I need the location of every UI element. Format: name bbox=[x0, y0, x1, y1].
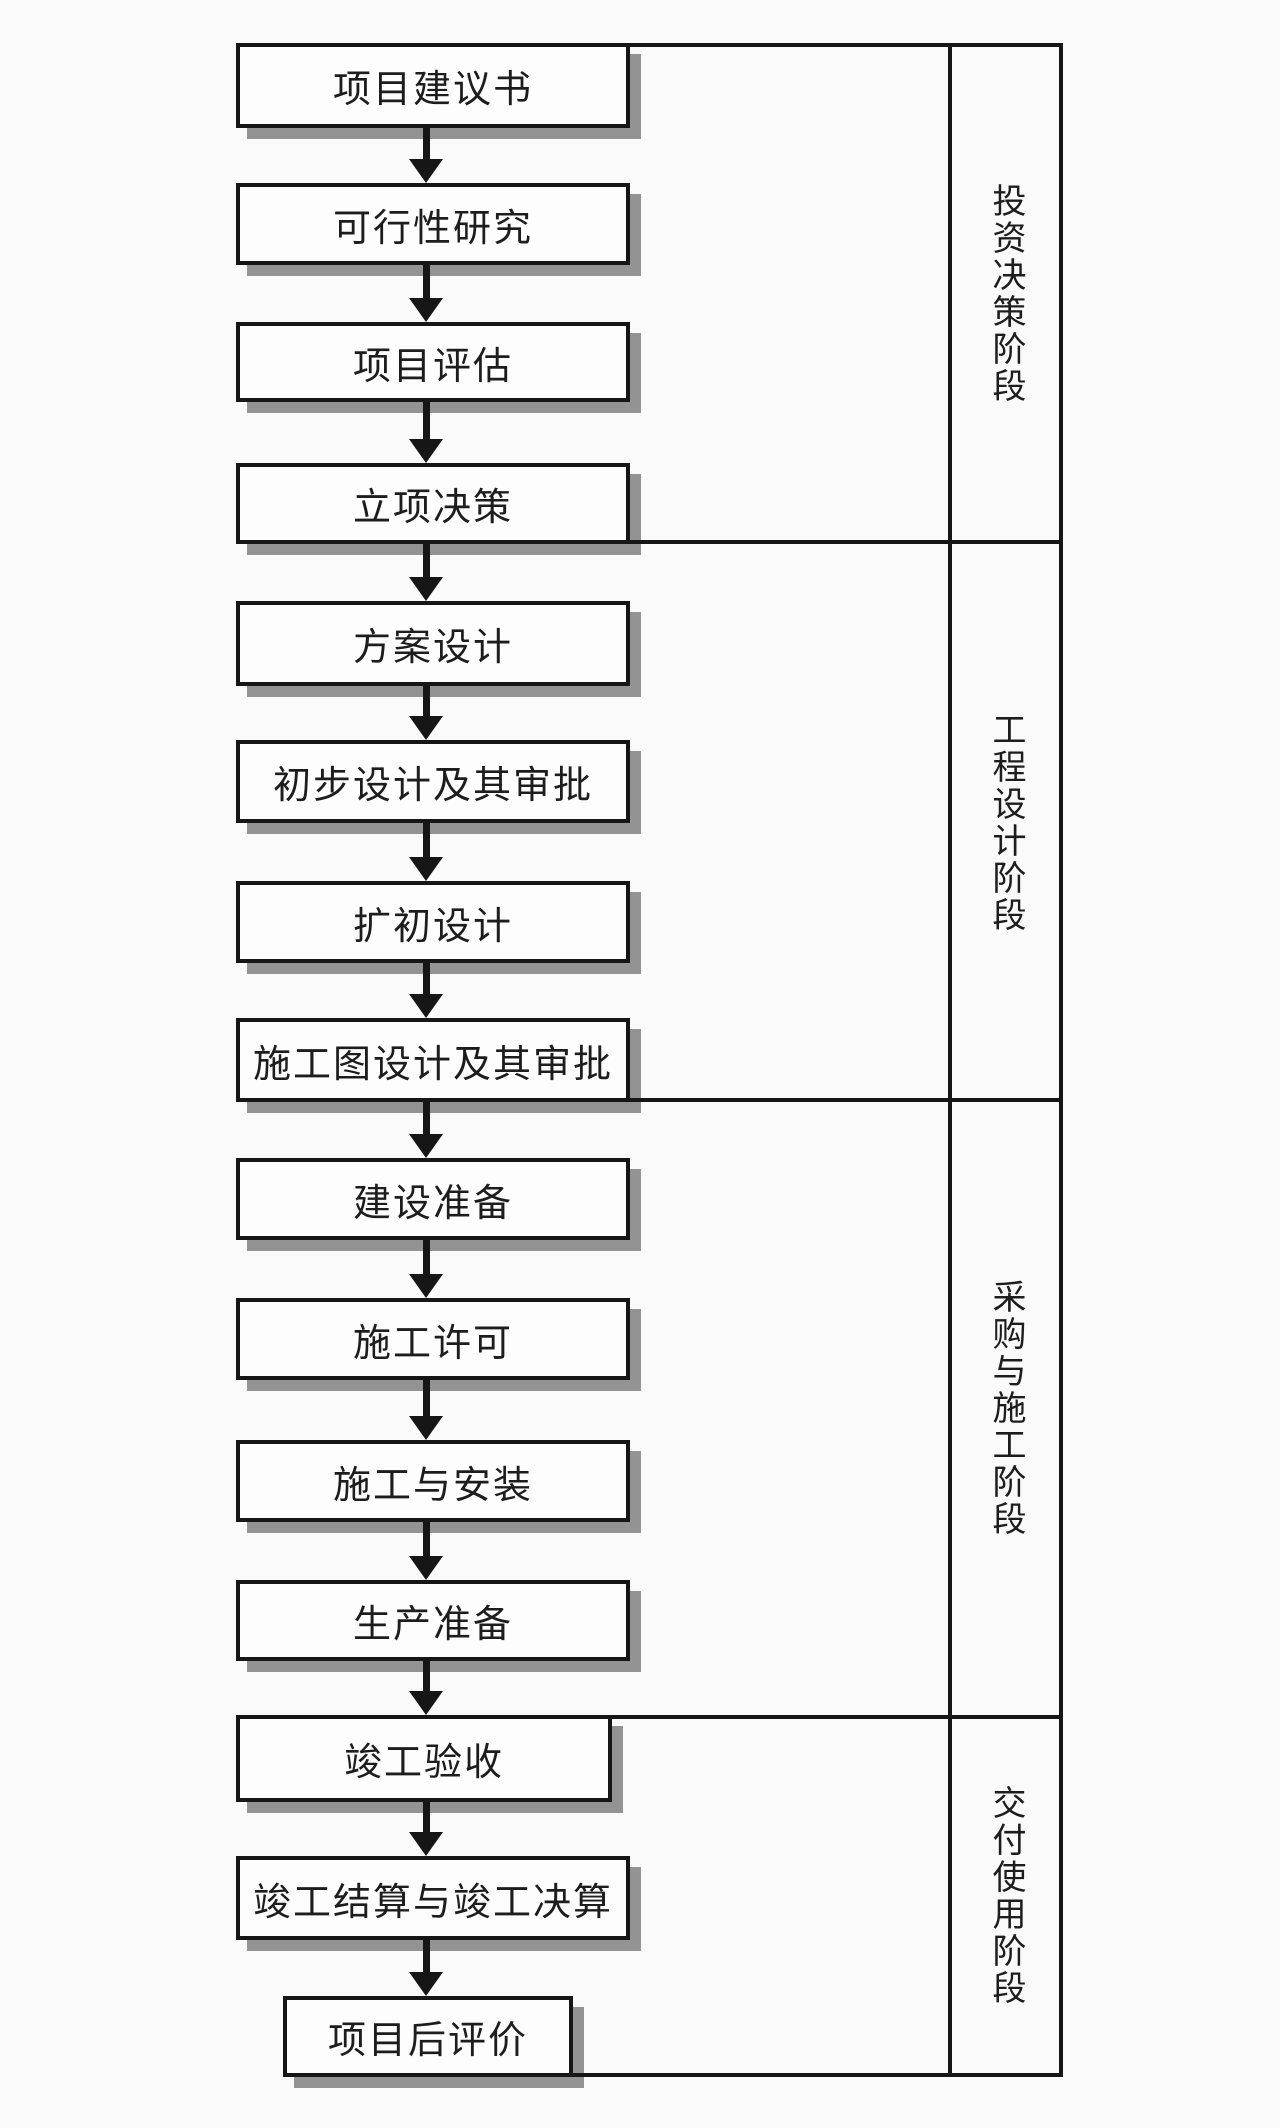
arrow-shaft bbox=[422, 686, 430, 718]
phase-divider-3 bbox=[610, 1715, 1063, 1719]
flow-arrow-down-14 bbox=[409, 1940, 443, 1996]
flow-box-step-7: 扩初设计 bbox=[236, 881, 630, 963]
arrow-shaft bbox=[422, 1102, 430, 1136]
arrow-shaft bbox=[422, 402, 430, 441]
arrow-head-icon bbox=[409, 298, 443, 322]
arrow-shaft bbox=[422, 1661, 430, 1693]
phase-label-investment-decision: 投资决策阶段 bbox=[987, 182, 1024, 405]
phase-table-bottom-line bbox=[571, 2073, 1063, 2077]
flow-arrow-down-6 bbox=[409, 823, 443, 881]
arrow-head-icon bbox=[409, 1556, 443, 1580]
flow-box-step-2: 可行性研究 bbox=[236, 183, 630, 265]
flow-box-label: 扩初设计 bbox=[352, 905, 513, 948]
arrow-shaft bbox=[422, 544, 430, 579]
flow-box-step-14: 竣工结算与竣工决算 bbox=[236, 1856, 630, 1940]
arrow-head-icon bbox=[409, 159, 443, 183]
arrow-head-icon bbox=[409, 1134, 443, 1158]
phase-label-engineering-design: 工程设计阶段 bbox=[987, 712, 1024, 934]
flow-box-label: 生产准备 bbox=[352, 1604, 513, 1646]
flow-box-step-4: 立项决策 bbox=[236, 463, 630, 544]
flow-arrow-down-7 bbox=[409, 963, 443, 1018]
flow-box-step-13: 竣工验收 bbox=[236, 1715, 612, 1802]
flow-box-step-5: 方案设计 bbox=[236, 601, 630, 686]
flow-arrow-down-10 bbox=[409, 1380, 443, 1440]
flow-box-label: 初步设计及其审批 bbox=[272, 765, 593, 807]
arrow-head-icon bbox=[409, 1972, 443, 1996]
flow-box-step-12: 生产准备 bbox=[236, 1580, 630, 1661]
flow-box-label: 施工许可 bbox=[352, 1322, 513, 1365]
flow-box-step-11: 施工与安装 bbox=[236, 1440, 630, 1522]
arrow-head-icon bbox=[409, 577, 443, 601]
flow-box-label: 项目评估 bbox=[352, 345, 513, 388]
arrow-head-icon bbox=[409, 1691, 443, 1715]
flow-box-label: 可行性研究 bbox=[332, 207, 533, 250]
flow-arrow-down-12 bbox=[409, 1661, 443, 1715]
flow-box-label: 项目建议书 bbox=[332, 69, 533, 111]
flow-arrow-down-8 bbox=[409, 1102, 443, 1158]
flow-arrow-down-2 bbox=[409, 265, 443, 322]
flow-box-step-9: 建设准备 bbox=[236, 1158, 630, 1240]
arrow-head-icon bbox=[409, 1832, 443, 1856]
arrow-head-icon bbox=[409, 439, 443, 463]
flow-box-step-8: 施工图设计及其审批 bbox=[236, 1018, 630, 1102]
arrow-shaft bbox=[422, 823, 430, 859]
flow-arrow-down-13 bbox=[409, 1802, 443, 1856]
flow-arrow-down-5 bbox=[409, 686, 443, 740]
arrow-head-icon bbox=[409, 716, 443, 740]
arrow-head-icon bbox=[409, 994, 443, 1018]
flow-arrow-down-1 bbox=[409, 128, 443, 183]
flow-box-step-3: 项目评估 bbox=[236, 322, 630, 402]
arrow-shaft bbox=[422, 963, 430, 996]
flow-box-label: 项目后评价 bbox=[327, 2020, 528, 2062]
flow-box-label: 竣工验收 bbox=[343, 1742, 504, 1784]
arrow-shaft bbox=[422, 1240, 430, 1276]
phase-divider-1 bbox=[628, 540, 1063, 544]
arrow-shaft bbox=[422, 1940, 430, 1974]
arrow-shaft bbox=[422, 265, 430, 300]
arrow-head-icon bbox=[409, 1274, 443, 1298]
arrow-shaft bbox=[422, 1802, 430, 1834]
phase-label-handover-use: 交付使用阶段 bbox=[987, 1785, 1024, 2007]
flow-box-step-1: 项目建议书 bbox=[236, 43, 630, 128]
flow-arrow-down-3 bbox=[409, 402, 443, 463]
flow-box-label: 施工图设计及其审批 bbox=[252, 1043, 613, 1086]
arrow-head-icon bbox=[409, 1416, 443, 1440]
flow-box-step-10: 施工许可 bbox=[236, 1298, 630, 1380]
arrow-shaft bbox=[422, 128, 430, 161]
phase-column-left-line bbox=[948, 43, 952, 2077]
flow-box-step-15: 项目后评价 bbox=[283, 1996, 573, 2077]
phase-divider-2 bbox=[628, 1098, 1063, 1102]
arrow-shaft bbox=[422, 1522, 430, 1558]
flow-arrow-down-4 bbox=[409, 544, 443, 601]
flow-box-label: 建设准备 bbox=[352, 1182, 513, 1225]
phase-column-right-line bbox=[1059, 43, 1063, 2077]
flow-box-label: 竣工结算与竣工决算 bbox=[252, 1881, 613, 1924]
flow-box-label: 方案设计 bbox=[352, 627, 513, 669]
flow-box-label: 施工与安装 bbox=[332, 1464, 533, 1507]
flow-box-label: 立项决策 bbox=[352, 487, 513, 529]
flow-arrow-down-11 bbox=[409, 1522, 443, 1580]
phase-label-procurement-construction: 采购与施工阶段 bbox=[987, 1279, 1024, 1538]
flow-arrow-down-9 bbox=[409, 1240, 443, 1298]
arrow-head-icon bbox=[409, 857, 443, 881]
flow-box-step-6: 初步设计及其审批 bbox=[236, 740, 630, 823]
arrow-shaft bbox=[422, 1380, 430, 1418]
phase-table-top-line bbox=[628, 43, 1063, 47]
